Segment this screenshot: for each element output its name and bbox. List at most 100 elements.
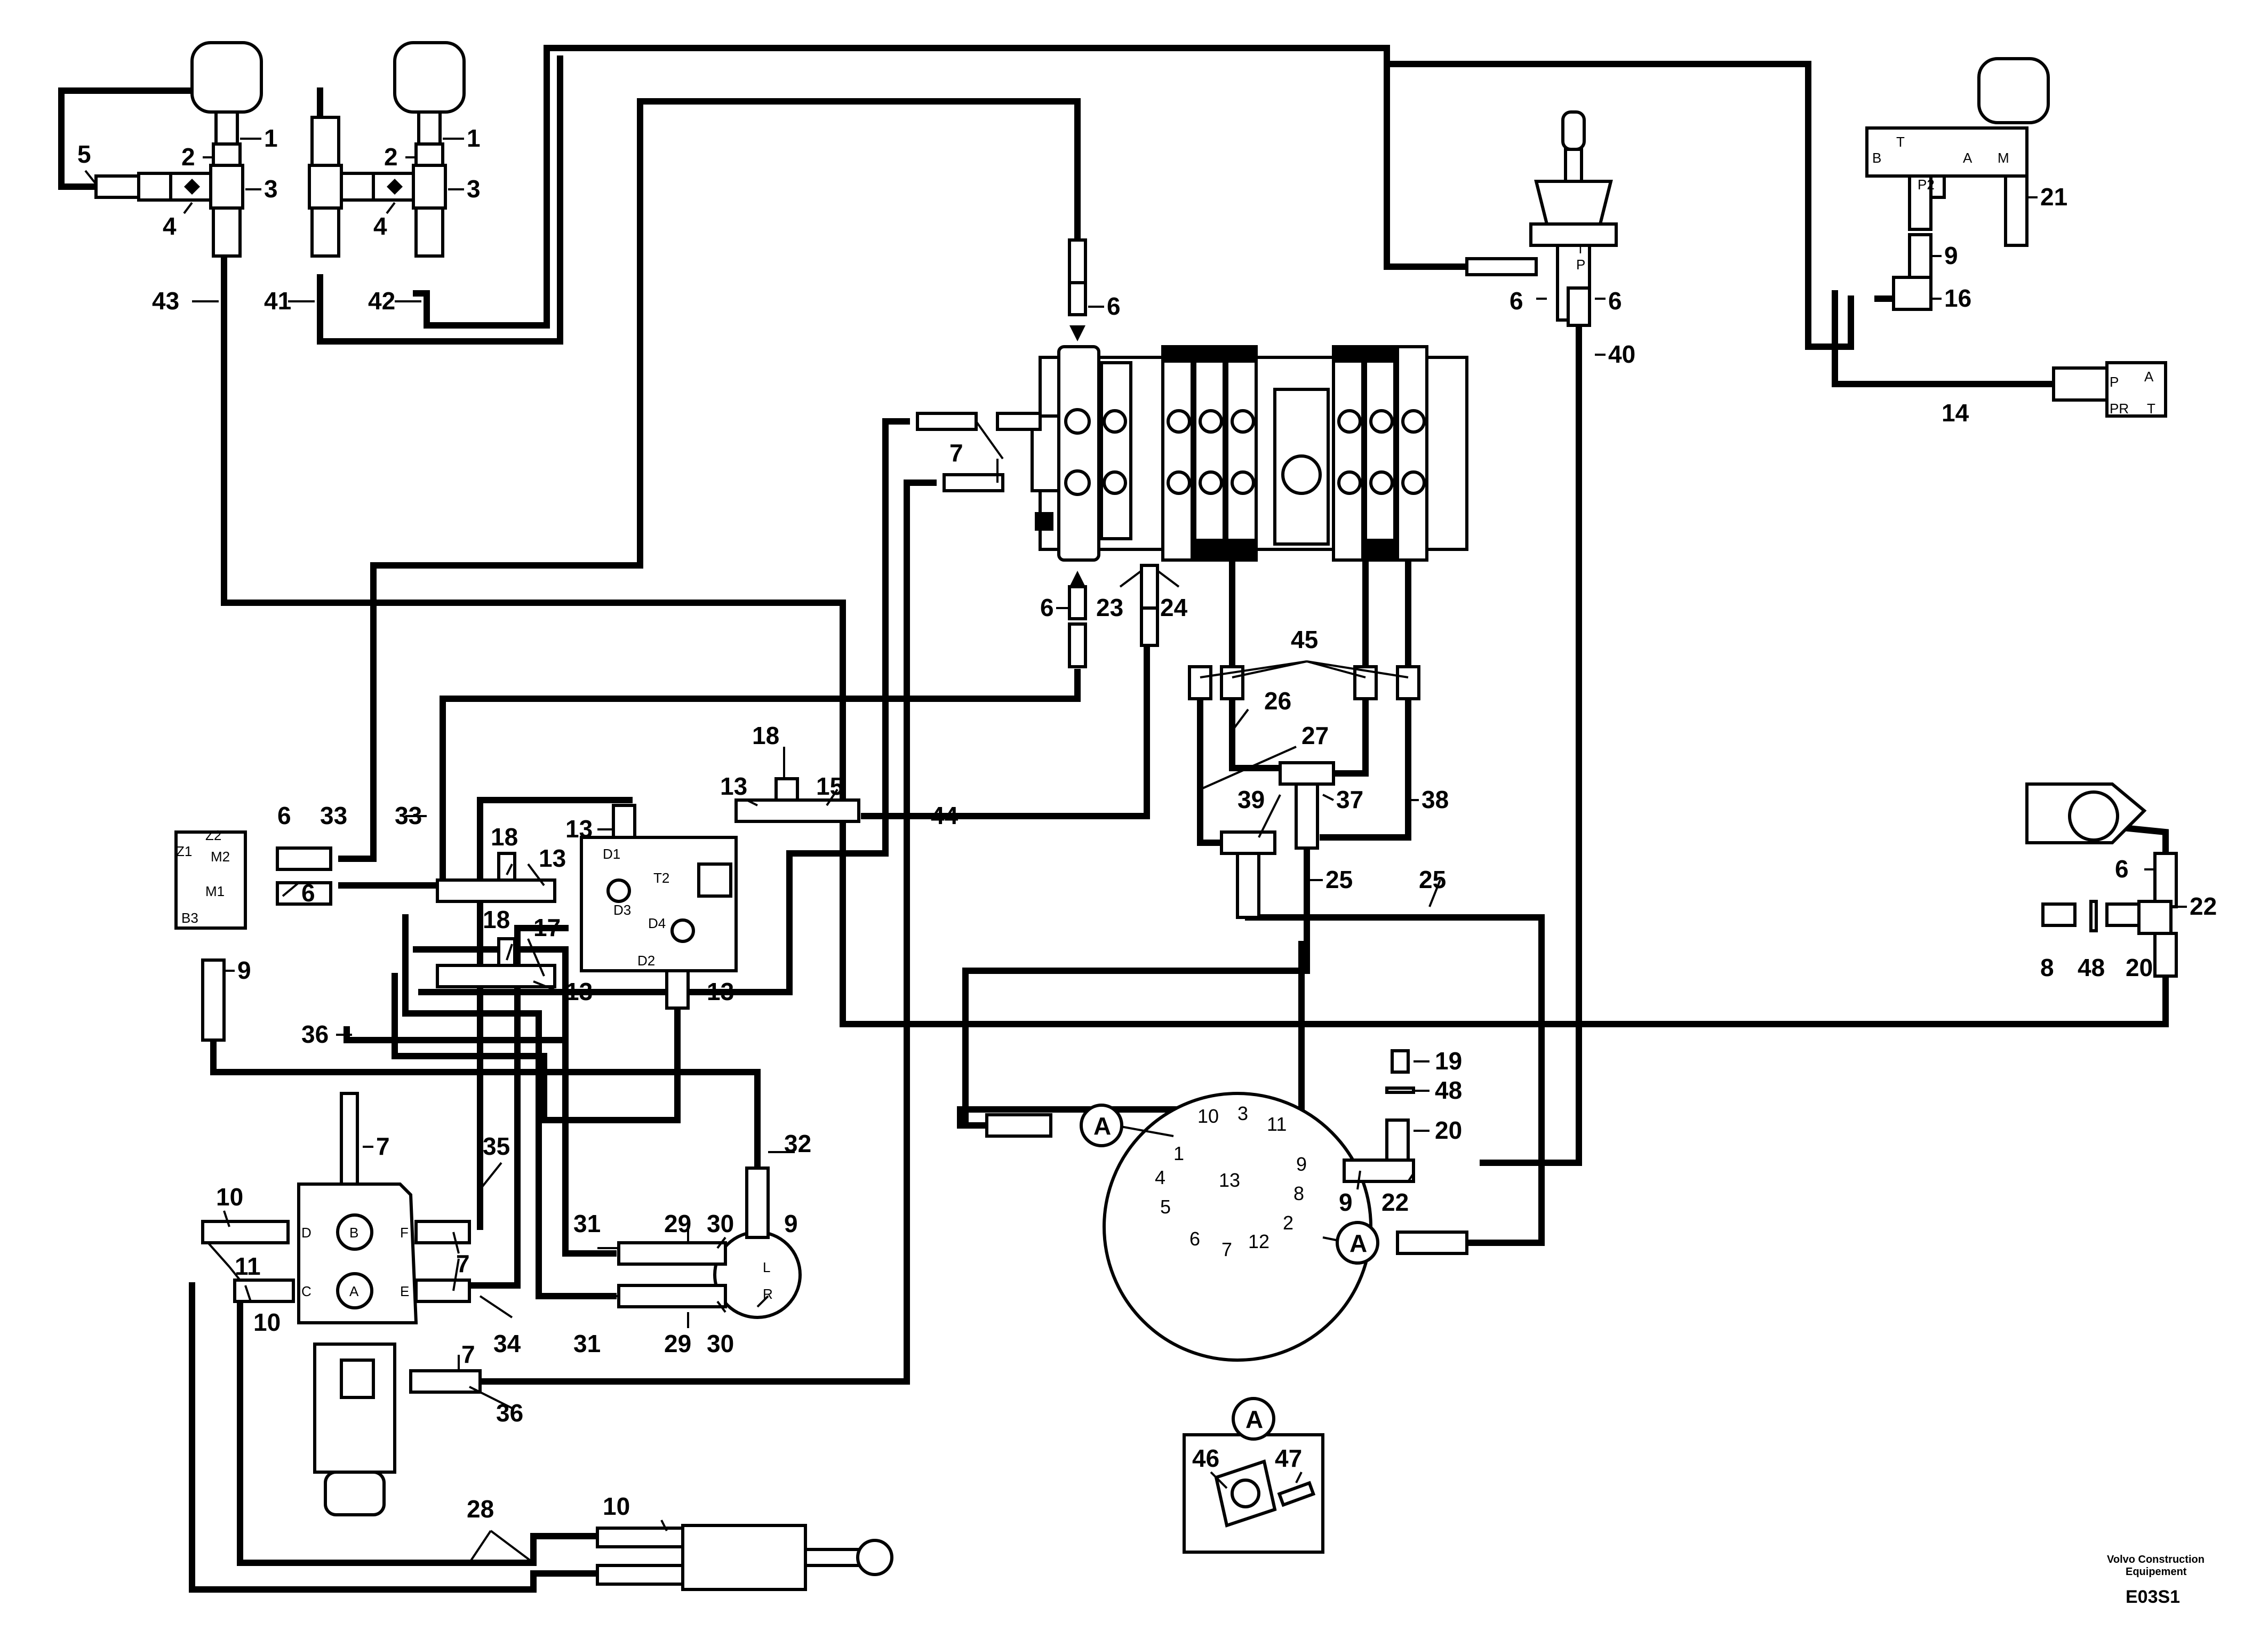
tee-fitting (1220, 830, 1276, 855)
pedal-valve-body (1865, 126, 2029, 178)
joystick-grip (1561, 110, 1586, 151)
callout: 5 (77, 140, 91, 168)
line-31-low (402, 914, 617, 1299)
fitting-29-30 (617, 1241, 727, 1266)
port-label: P (1576, 257, 1585, 273)
spool-cap (1365, 347, 1395, 363)
port-label: B (349, 1225, 358, 1241)
port-label: R (763, 1286, 773, 1302)
callout: 29 (664, 1210, 691, 1237)
callout: 1 (264, 124, 278, 152)
dial-number: 9 (1296, 1153, 1307, 1175)
line-top-right (1384, 61, 1854, 350)
dial-number: 8 (1293, 1182, 1304, 1204)
line-14 (1832, 290, 2057, 387)
fitting (2153, 932, 2178, 978)
port (1199, 409, 1223, 434)
callout: 32 (784, 1130, 811, 1157)
fitting-7 (414, 1279, 471, 1303)
fitting (417, 110, 442, 146)
swivel-dial (1103, 1092, 1372, 1362)
callout: 9 (784, 1210, 798, 1237)
valve-section-4 (1193, 345, 1226, 562)
callout: 4 (163, 212, 177, 240)
callout: 34 (493, 1330, 521, 1357)
actuator-cap (324, 1471, 386, 1516)
pedal-bulb (393, 41, 466, 114)
port-label: T (1896, 134, 1905, 150)
main-control-valve (916, 238, 1468, 668)
callout: 10 (603, 1492, 630, 1520)
line-33b (338, 669, 1081, 889)
valve-section-6 (1332, 345, 1364, 562)
callout: 13 (539, 844, 566, 872)
line-28a (237, 1288, 601, 1566)
callout: 40 (1608, 340, 1635, 368)
pedal-bulb (190, 41, 263, 114)
port-label: PR (2110, 401, 2129, 417)
callout: 6 (1510, 287, 1523, 315)
fitting (310, 116, 340, 167)
port-label: P (2110, 374, 2119, 390)
callout: 28 (467, 1495, 494, 1523)
shuttle-block (174, 830, 332, 1042)
port-label: D4 (648, 915, 666, 931)
callout: 39 (1237, 786, 1265, 813)
callout: 41 (264, 287, 291, 315)
callout: 23 (1096, 594, 1123, 621)
dial-number: 10 (1197, 1105, 1219, 1127)
callout: 36 (301, 1020, 329, 1048)
line-25a (1245, 914, 1545, 1246)
port-labels: Z1 Z2 M2 M1 B3 D1 D2 D3 D4 T2 D B F C A … (176, 134, 2155, 1302)
callout: 38 (1422, 786, 1449, 813)
fittings-45 (1188, 665, 1420, 919)
spool-cap (1227, 347, 1256, 363)
valve-section-3 (1161, 345, 1194, 562)
line-41 (317, 55, 563, 345)
joystick-boot (1534, 180, 1613, 226)
valve-section-2 (1100, 361, 1132, 540)
callout: 43 (152, 287, 179, 315)
fitting (1396, 1231, 1468, 1255)
port-label: M (1998, 150, 2009, 166)
callout: 36 (496, 1399, 523, 1427)
fitting-9 (745, 1166, 770, 1239)
fitting (310, 206, 340, 258)
block-body (174, 830, 247, 930)
fitting (1220, 665, 1244, 700)
valve-section-7 (1364, 345, 1396, 562)
motor-body (713, 1231, 802, 1319)
line-13-d3 (413, 946, 569, 1049)
valve-section-5 (1225, 345, 1258, 562)
fitting (1295, 782, 1319, 850)
port-label: Z2 (205, 827, 221, 843)
port-label: A (349, 1283, 359, 1299)
line-22-top (2109, 823, 2169, 857)
callout: 8 (2040, 954, 2054, 981)
callout: 18 (752, 722, 779, 749)
check-valve-symbol (184, 179, 200, 195)
rotator-port (2068, 790, 2119, 842)
callout: 7 (376, 1132, 390, 1160)
callout: 26 (1264, 687, 1291, 715)
callout: 10 (253, 1308, 281, 1336)
washer-48 (1385, 1086, 1415, 1094)
port-label: D1 (603, 846, 620, 862)
fitting-19 (1391, 1049, 1410, 1074)
port-label: P2 (1918, 177, 1935, 193)
port-d3 (606, 878, 631, 903)
fitting-9 (1908, 233, 1932, 279)
callout: 11 (235, 1252, 261, 1280)
callout: 2 (384, 143, 398, 171)
spool-cap (1195, 539, 1224, 560)
line-32 (210, 1037, 761, 1171)
tee-18 (436, 878, 556, 903)
callout: 6 (277, 802, 291, 829)
callout: 9 (237, 956, 251, 984)
fitting-18 (774, 777, 799, 802)
fitting-7 (340, 1092, 359, 1186)
dial-number: 6 (1189, 1228, 1200, 1250)
solenoid (1035, 512, 1053, 531)
line-26 (1229, 685, 1299, 771)
line-5 (58, 87, 201, 190)
